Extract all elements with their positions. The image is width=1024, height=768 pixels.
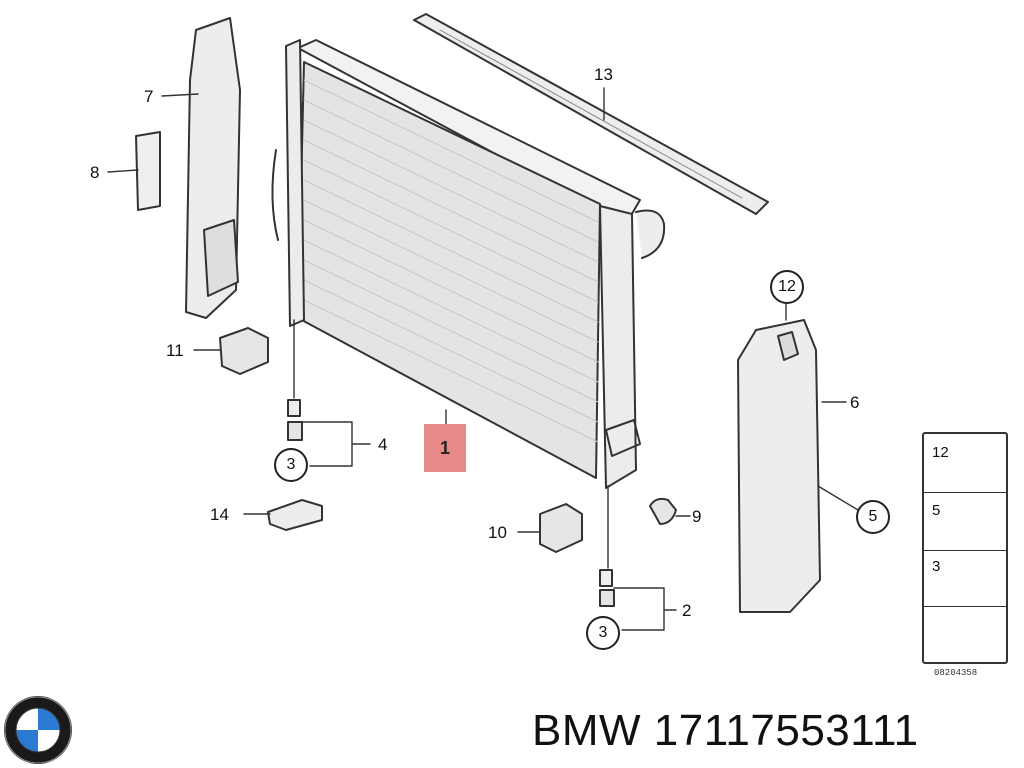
mount-part-11	[219, 327, 269, 375]
callout-2: 2	[682, 601, 692, 620]
callout-11: 11	[166, 341, 184, 360]
legend-divider	[924, 492, 1006, 493]
callout-14: 14	[210, 505, 229, 524]
clip-part	[135, 131, 161, 211]
callout-5-circle: 5	[856, 500, 890, 534]
radiator-part	[271, 39, 666, 489]
expansion-tank-part	[737, 319, 821, 613]
callout-13: 13	[594, 65, 613, 84]
callout-9: 9	[692, 507, 702, 526]
legend-box: 12 5 3	[922, 432, 1008, 664]
brand-part-number: BMW 17117553111	[532, 706, 919, 755]
reference-code: 08204358	[934, 668, 978, 678]
callout-3-circle-right: 3	[586, 616, 620, 650]
callout-12-circle: 12	[770, 270, 804, 304]
callout-6: 6	[850, 393, 860, 412]
highlight-part-1: 1	[424, 424, 466, 472]
legend-divider	[924, 550, 1006, 551]
callout-10: 10	[488, 523, 507, 542]
legend-row-5: 5	[932, 502, 941, 519]
callout-4: 4	[378, 435, 388, 454]
bmw-roundel-logo	[4, 696, 72, 764]
legend-divider	[924, 606, 1006, 607]
bracket-part-14	[267, 499, 323, 531]
grommet-part	[649, 497, 677, 525]
legend-row-3: 3	[932, 558, 941, 575]
callout-3-circle-left: 3	[274, 448, 308, 482]
callout-7: 7	[144, 87, 154, 106]
mount-part-10	[539, 503, 583, 553]
callout-8: 8	[90, 163, 100, 182]
legend-row-12: 12	[932, 444, 949, 461]
